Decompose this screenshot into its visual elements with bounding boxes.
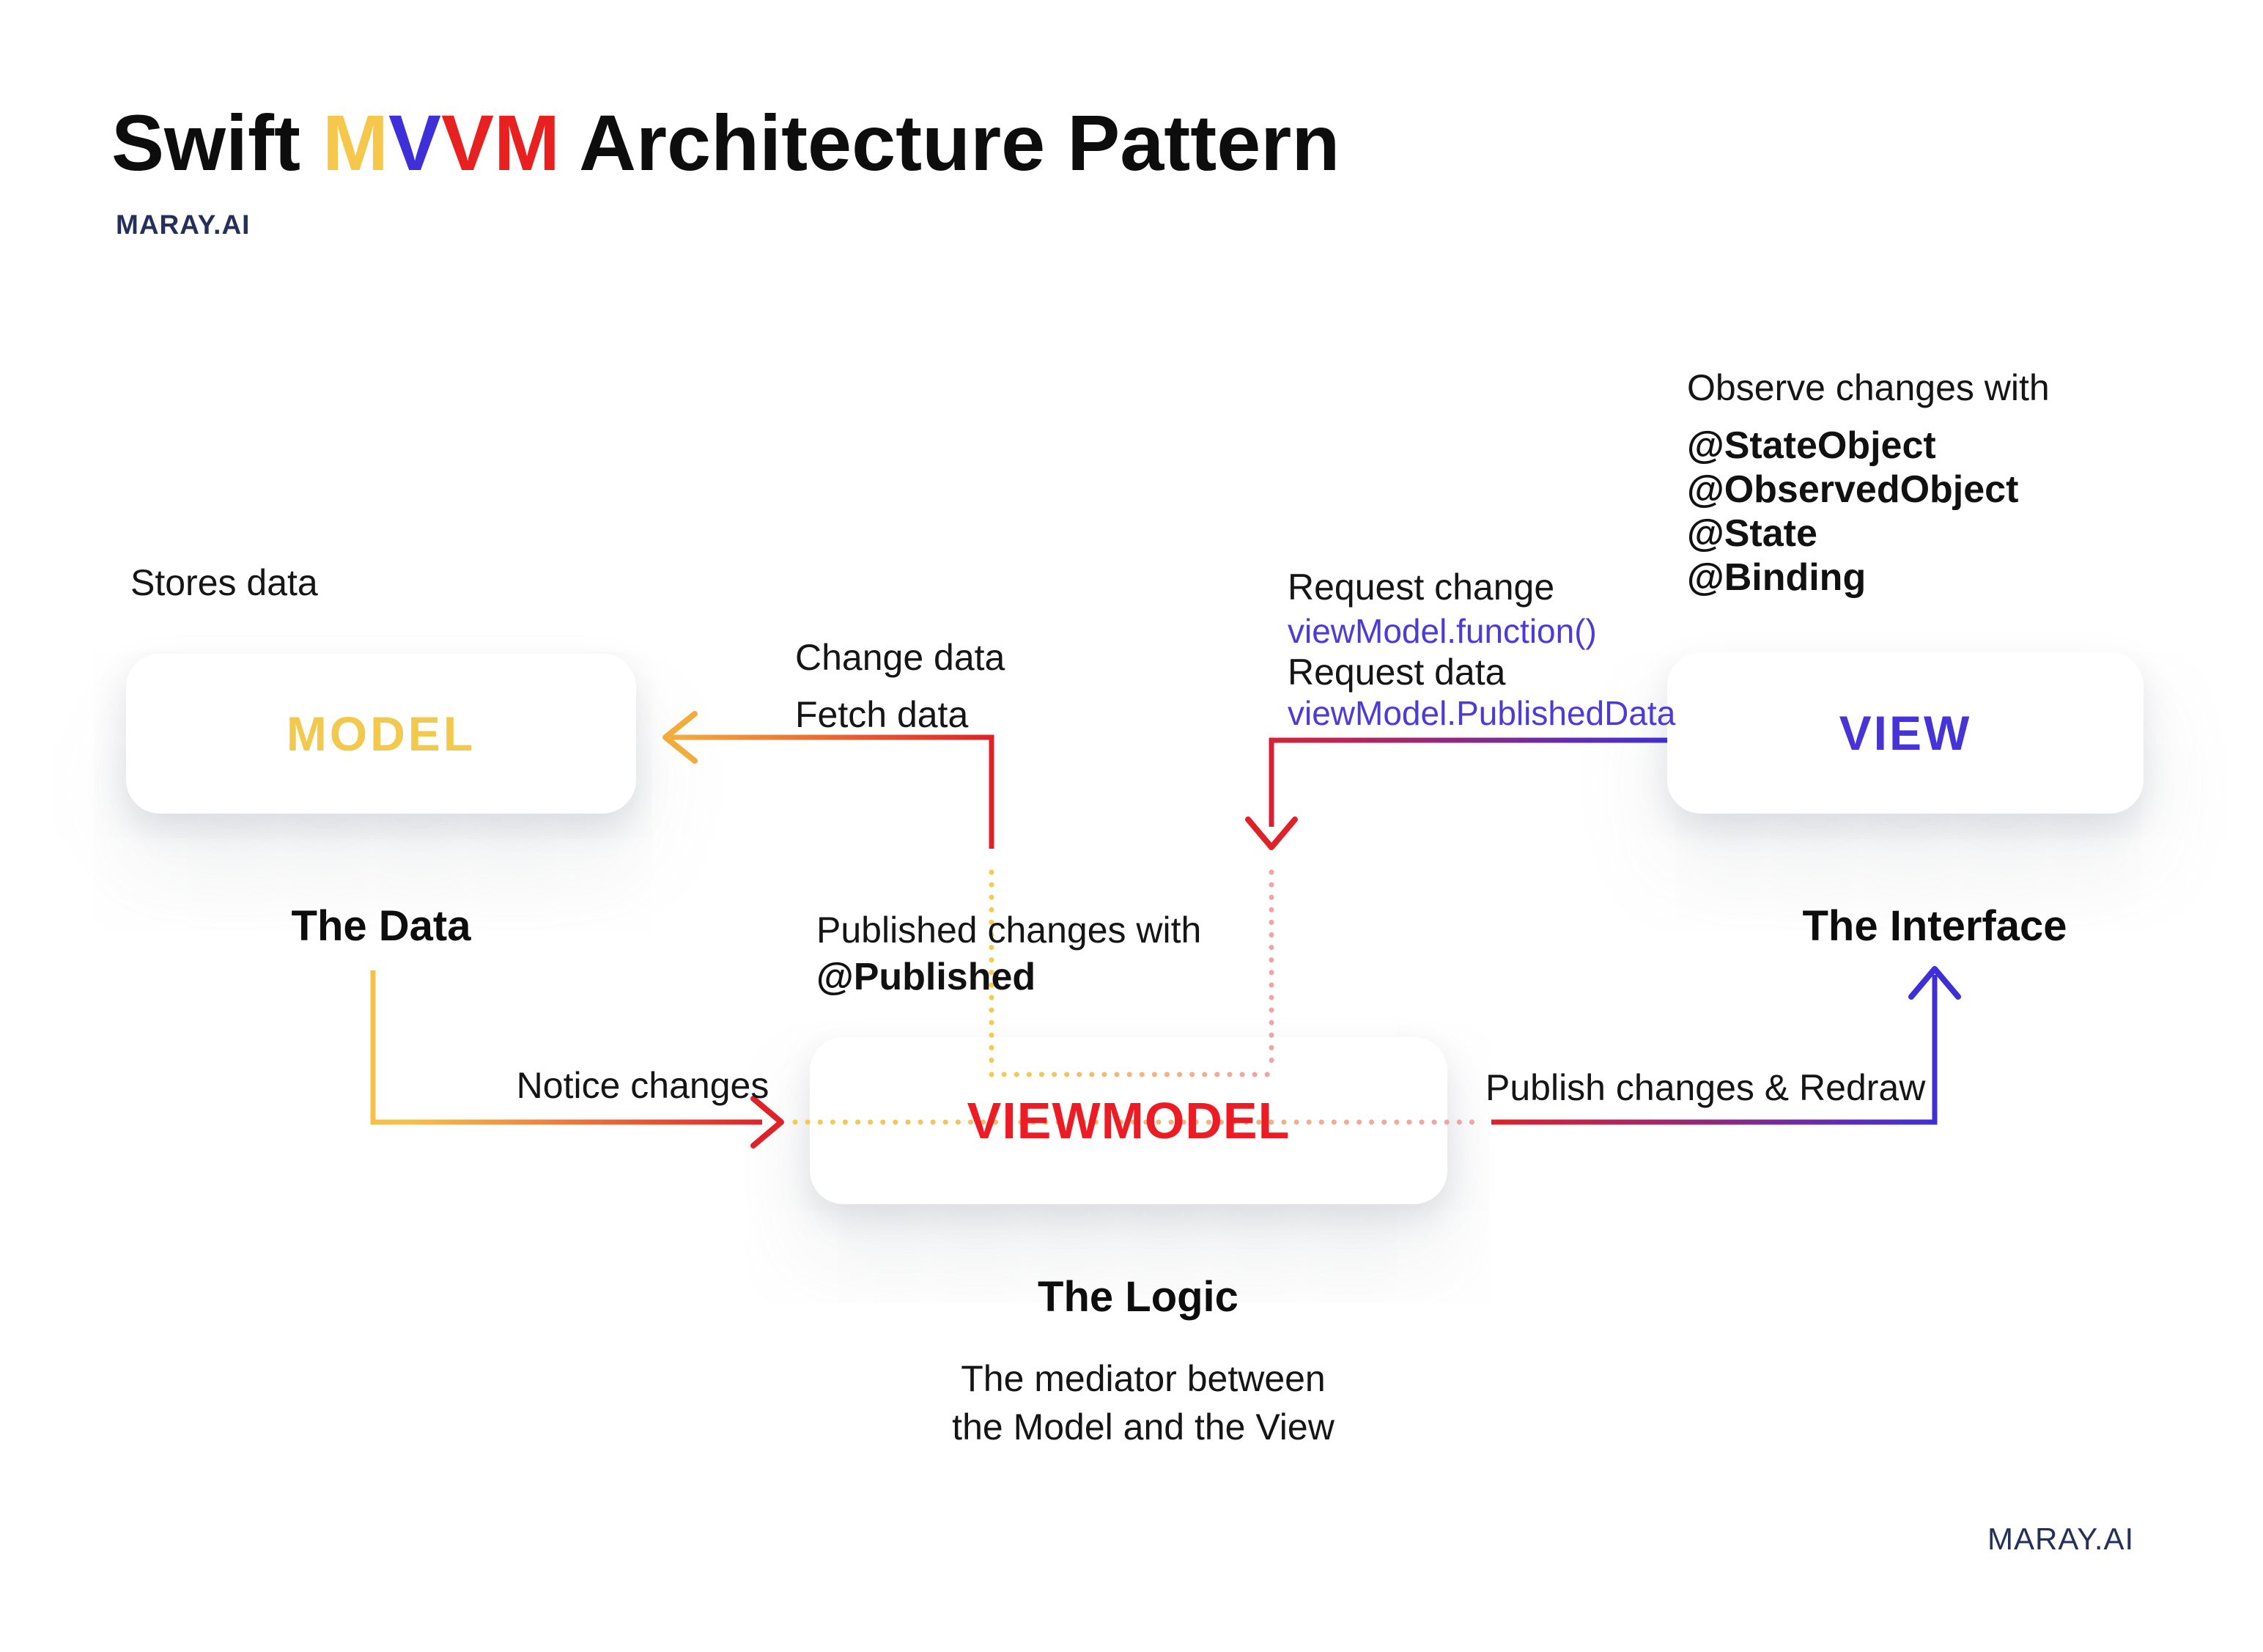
request-data-code: viewModel.PublishedData — [1288, 694, 1676, 732]
viewmodel-description: The mediator between the Model and the V… — [887, 1354, 1400, 1451]
arrow-up-icon — [1908, 966, 1961, 1000]
title-rest: Architecture Pattern — [560, 98, 1340, 187]
page-title: Swift MVVM Architecture Pattern — [111, 97, 1340, 188]
brand-top-left: MARAY.AI — [116, 210, 251, 240]
view-box-label: VIEW — [1839, 706, 1972, 760]
view-box: VIEW — [1667, 652, 2144, 814]
fetch-data-line: Fetch data — [795, 694, 969, 735]
change-data-line: Change data — [795, 637, 1005, 678]
viewmodel-description-line1: The mediator between — [961, 1358, 1326, 1399]
request-change-label: Request change — [1288, 567, 1555, 608]
request-data-label: Request data — [1288, 652, 1506, 693]
viewmodel-box — [810, 1037, 1447, 1204]
observe-item: @ObservedObject — [1687, 468, 2019, 511]
published-changes-label: Published changes with — [816, 910, 1202, 951]
title-letter-m1: M — [322, 98, 388, 187]
viewmodel-box-label: VIEWMODEL — [967, 1092, 1291, 1149]
model-caption: Stores data — [130, 562, 318, 603]
title-letter-m2: M — [494, 98, 561, 187]
viewmodel-description-line2: the Model and the View — [952, 1406, 1334, 1448]
published-annotation: @Published — [816, 956, 1036, 998]
title-word-swift: Swift — [111, 98, 322, 187]
model-box: MODEL — [126, 654, 636, 814]
title-letter-v1: V — [388, 98, 441, 187]
observe-item: @Binding — [1687, 556, 1867, 599]
connector-view-to-viewmodel-line — [1269, 737, 1667, 827]
viewmodel-box-label-wrap: VIEWMODEL — [810, 1037, 1447, 1204]
observe-title: Observe changes with — [1687, 367, 2050, 408]
view-subtitle: The Interface — [1802, 902, 2067, 950]
model-subtitle: The Data — [291, 902, 471, 950]
connector-viewmodel-to-model-line — [671, 734, 994, 849]
viewmodel-subtitle: The Logic — [1038, 1273, 1238, 1321]
observe-list: @StateObject @ObservedObject @State @Bin… — [1687, 424, 2018, 600]
observe-item: @StateObject — [1687, 424, 1936, 467]
request-change-code: viewModel.function() — [1288, 612, 1597, 650]
arrow-down-icon — [1245, 816, 1298, 850]
publish-redraw-label: Publish changes & Redraw — [1485, 1067, 1926, 1108]
connector-viewmodel-to-interface-line — [1491, 975, 1938, 1125]
change-fetch-label: Change data Fetch data — [795, 629, 1005, 743]
arrow-right-icon — [750, 1096, 784, 1148]
arrow-left-icon — [662, 711, 698, 764]
notice-changes-label: Notice changes — [516, 1065, 769, 1106]
model-box-label: MODEL — [286, 707, 476, 761]
connector-data-to-viewmodel-line — [370, 970, 762, 1125]
title-letter-v2: V — [441, 98, 495, 187]
brand-bottom-right: MARAY.AI — [1987, 1522, 2135, 1556]
observe-item: @State — [1687, 512, 1817, 555]
